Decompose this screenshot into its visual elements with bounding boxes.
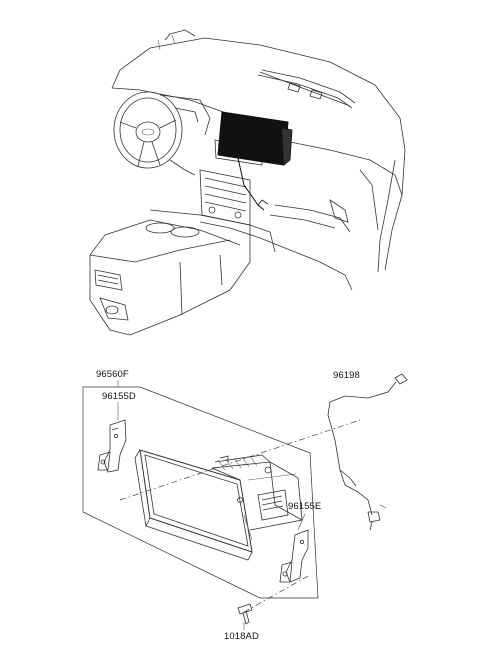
label-96560f: 96560F — [96, 369, 129, 380]
screw-shape — [237, 603, 253, 625]
assembly-frame — [82, 386, 319, 599]
label-96198: 96198 — [333, 370, 360, 381]
bracket-right-shape — [279, 529, 309, 583]
label-1018ad: 1018AD — [224, 631, 259, 642]
bracket-left-shape — [97, 419, 127, 473]
screw-axis-line — [243, 574, 311, 613]
label-96155e: 96155E — [288, 501, 322, 512]
antenna-cable-shape — [327, 373, 408, 531]
center-line — [119, 419, 361, 501]
head-unit-shape — [134, 449, 303, 561]
label-96155d: 96155D — [102, 391, 136, 402]
head-unit-highlight — [217, 111, 293, 211]
dash-clip-details — [157, 34, 176, 51]
leader-96155e — [297, 513, 306, 531]
dashboard-illustration — [89, 29, 406, 336]
